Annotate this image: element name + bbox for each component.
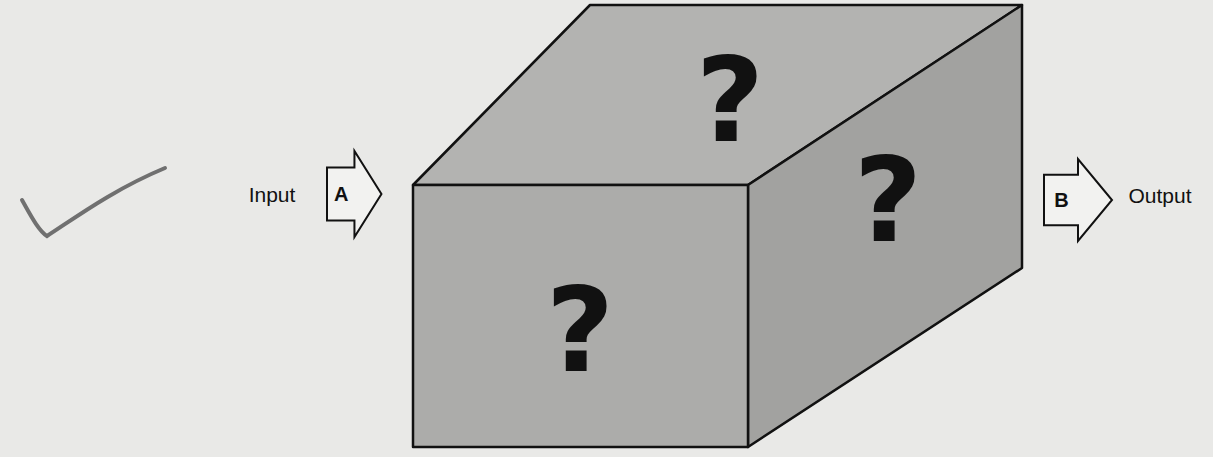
arrow-letter: B <box>1054 190 1068 210</box>
cube-front <box>413 185 748 447</box>
check-mark <box>22 168 165 236</box>
arrow-outline <box>327 151 381 237</box>
cube-right <box>748 5 1022 447</box>
block-arrow: A <box>326 150 382 238</box>
question-mark: ? <box>546 271 614 389</box>
question-mark: ? <box>696 41 764 159</box>
input-label: Input <box>249 184 296 205</box>
output-label: Output <box>1128 185 1191 206</box>
arrow-outline <box>1044 159 1112 241</box>
black-box: ??? <box>410 3 1026 450</box>
arrow-letter: A <box>334 184 348 204</box>
arrow-shape <box>1043 158 1113 242</box>
block-arrow: B <box>1043 158 1113 242</box>
question-mark: ? <box>854 141 922 259</box>
